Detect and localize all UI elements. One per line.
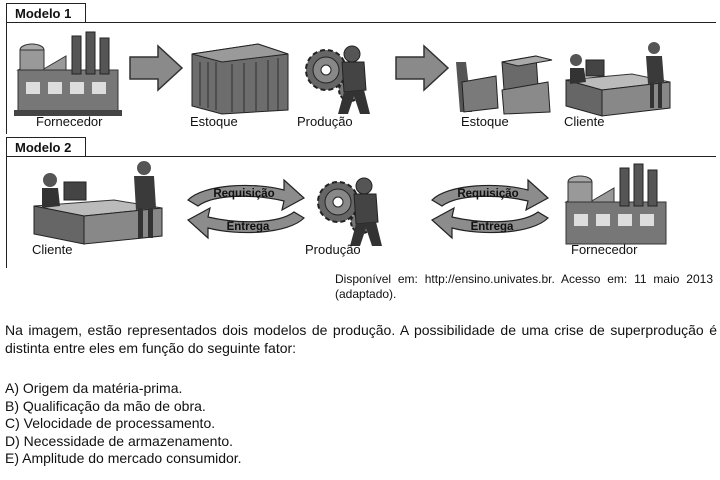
source-citation: Disponível em: http://ensino.univates.br… <box>335 272 713 301</box>
requisicao-entrega-arrows-right: Requisição Entrega <box>430 178 550 240</box>
modelo2-top-line <box>6 156 716 157</box>
factory-icon <box>564 163 667 245</box>
arrow-right-icon <box>129 44 184 92</box>
modelo1-label-producao: Produção <box>297 114 353 129</box>
modelo1-left-line <box>6 22 7 134</box>
option-a[interactable]: A) Origem da matéria-prima. <box>5 380 183 396</box>
factory-icon <box>14 31 122 116</box>
gear-worker-icon <box>305 45 370 114</box>
requisicao-label-2: Requisição <box>457 188 518 200</box>
option-c[interactable]: C) Velocidade de processamento. <box>5 415 216 431</box>
option-e[interactable]: E) Amplitude do mercado consumidor. <box>5 450 242 466</box>
modelo2-left-line <box>6 156 7 268</box>
modelo1-title: Modelo 1 <box>6 3 87 23</box>
modelo2-label-producao: Produção <box>305 242 361 257</box>
modelo1-top-line <box>6 22 716 23</box>
modelo2-label-fornecedor: Fornecedor <box>571 242 638 257</box>
requisicao-label: Requisição <box>213 188 274 200</box>
office-client-icon <box>565 42 671 117</box>
modelo1-label-cliente: Cliente <box>564 114 605 129</box>
modelo2-label-cliente: Cliente <box>32 242 73 257</box>
modelo2-title: Modelo 2 <box>6 137 87 157</box>
boxes-stock-icon <box>456 55 553 115</box>
requisicao-entrega-arrows-left: Requisição Entrega <box>186 178 306 240</box>
entrega-label: Entrega <box>227 221 270 233</box>
arrow-right-icon <box>395 44 450 92</box>
office-client-icon <box>33 161 163 245</box>
option-b[interactable]: B) Qualificação da mão de obra. <box>5 397 206 414</box>
entrega-label-2: Entrega <box>471 221 514 233</box>
question-text: Na imagem, estão representados dois mode… <box>5 322 717 356</box>
gear-worker-icon <box>317 177 382 246</box>
warehouse-stock-icon <box>191 43 289 115</box>
option-d[interactable]: D) Necessidade de armazenamento. <box>5 432 234 449</box>
answer-options: A) Origem da matéria-prima. B) Qualifica… <box>5 380 242 468</box>
modelo1-label-fornecedor: Fornecedor <box>36 114 103 129</box>
modelo1-label-estoque: Estoque <box>190 114 238 129</box>
modelo1-label-estoque-2: Estoque <box>461 114 509 129</box>
